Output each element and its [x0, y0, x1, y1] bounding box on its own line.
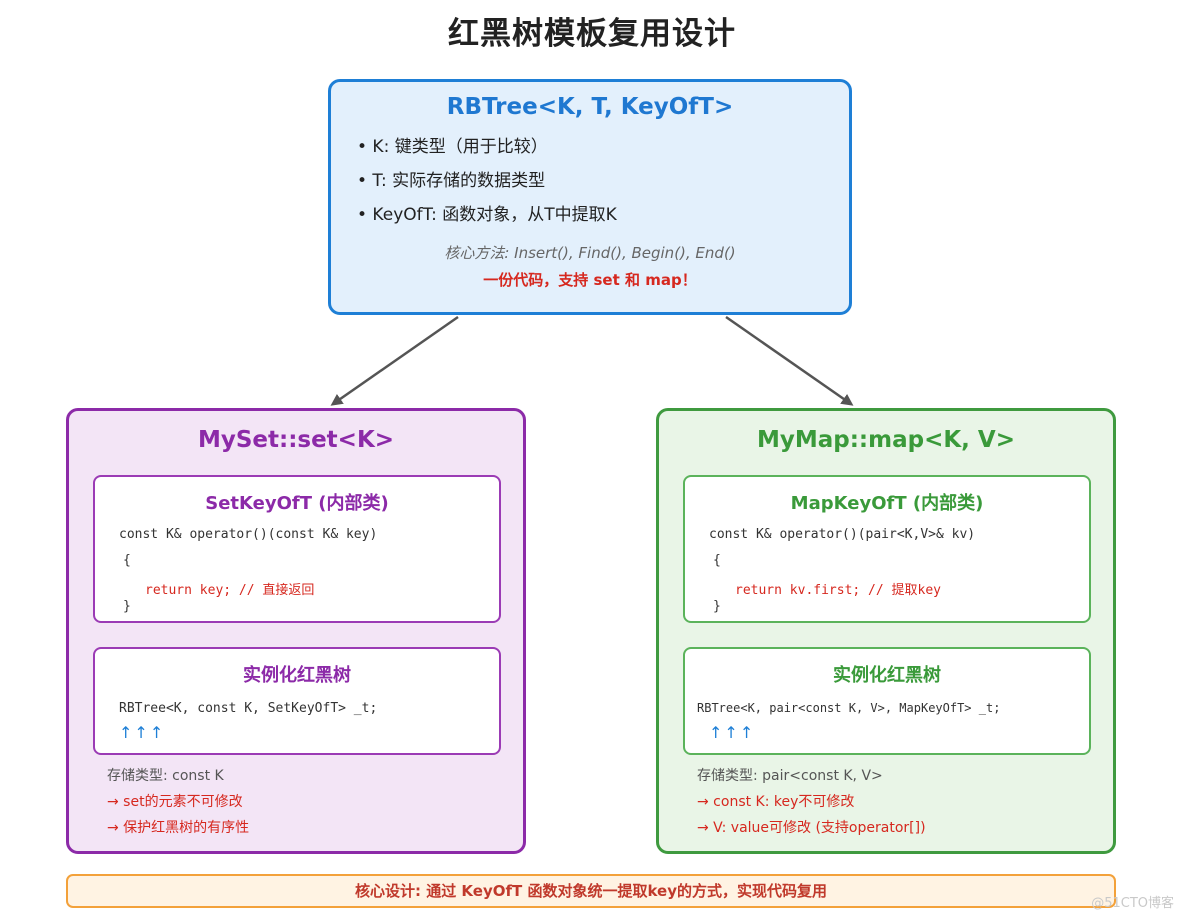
map-note-const-key: → const K: key不可修改	[697, 794, 855, 810]
watermark: @51CTO博客	[1091, 896, 1174, 911]
set-instantiate-box: 实例化红黑树 RBTree<K, const K, SetKeyOfT> _t;…	[93, 647, 501, 755]
mapkeyoft-title: MapKeyOfT (内部类)	[790, 493, 984, 514]
setkeyoft-box: SetKeyOfT (内部类) const K& operator()(cons…	[93, 475, 501, 623]
map-note-mutable-value: → V: value可修改 (支持operator[])	[697, 820, 926, 836]
set-storage-type: 存储类型: const K	[107, 768, 224, 784]
mapkeyoft-box: MapKeyOfT (内部类) const K& operator()(pair…	[683, 475, 1091, 623]
setkeyoft-signature: const K& operator()(const K& key)	[119, 527, 378, 542]
diagram-title: 红黑树模板复用设计	[448, 16, 736, 52]
set-up-arrows: ↑↑↑	[119, 723, 166, 742]
mymap-title: MyMap::map<K, V>	[756, 427, 1015, 453]
param-keyoft: • KeyOfT: 函数对象，从T中提取K	[357, 205, 617, 225]
myset-title: MySet::set<K>	[197, 427, 395, 453]
map-storage-type: 存储类型: pair<const K, V>	[697, 768, 883, 784]
mapkeyoft-signature: const K& operator()(pair<K,V>& kv)	[709, 527, 976, 542]
core-design-banner: 核心设计: 通过 KeyOfT 函数对象统一提取key的方式，实现代码复用	[66, 874, 1116, 908]
set-instantiate-code: RBTree<K, const K, SetKeyOfT> _t;	[119, 701, 378, 716]
setkeyoft-open-brace: {	[123, 553, 131, 568]
setkeyoft-return: return key; // 直接返回	[145, 583, 315, 598]
rbtree-box: RBTree<K, T, KeyOfT> • K: 键类型（用于比较） • T:…	[328, 79, 852, 315]
mapkeyoft-open-brace: {	[713, 553, 721, 568]
mymap-panel: MyMap::map<K, V> MapKeyOfT (内部类) const K…	[656, 408, 1116, 854]
one-code-note: 一份代码，支持 set 和 map！	[483, 271, 697, 289]
rbtree-param-list: • K: 键类型（用于比较） • T: 实际存储的数据类型 • KeyOfT: …	[357, 136, 617, 238]
arrow-to-map	[725, 315, 854, 406]
map-instantiate-code: RBTree<K, pair<const K, V>, MapKeyOfT> _…	[697, 701, 1001, 715]
arrow-to-set	[330, 315, 459, 406]
set-note-immutable: → set的元素不可修改	[107, 794, 243, 810]
map-up-arrows: ↑↑↑	[709, 723, 756, 742]
mapkeyoft-close-brace: }	[713, 599, 721, 614]
rbtree-title: RBTree<K, T, KeyOfT>	[446, 94, 734, 120]
param-k: • K: 键类型（用于比较）	[357, 137, 548, 157]
param-t: • T: 实际存储的数据类型	[357, 171, 546, 191]
core-methods: 核心方法: Insert(), Find(), Begin(), End()	[444, 244, 736, 262]
map-instantiate-title: 实例化红黑树	[833, 665, 941, 686]
mapkeyoft-return: return kv.first; // 提取key	[735, 583, 942, 598]
setkeyoft-close-brace: }	[123, 599, 131, 614]
setkeyoft-title: SetKeyOfT (内部类)	[205, 493, 389, 514]
set-instantiate-title: 实例化红黑树	[243, 665, 351, 686]
myset-panel: MySet::set<K> SetKeyOfT (内部类) const K& o…	[66, 408, 526, 854]
set-note-order: → 保护红黑树的有序性	[107, 820, 250, 836]
map-instantiate-box: 实例化红黑树 RBTree<K, pair<const K, V>, MapKe…	[683, 647, 1091, 755]
